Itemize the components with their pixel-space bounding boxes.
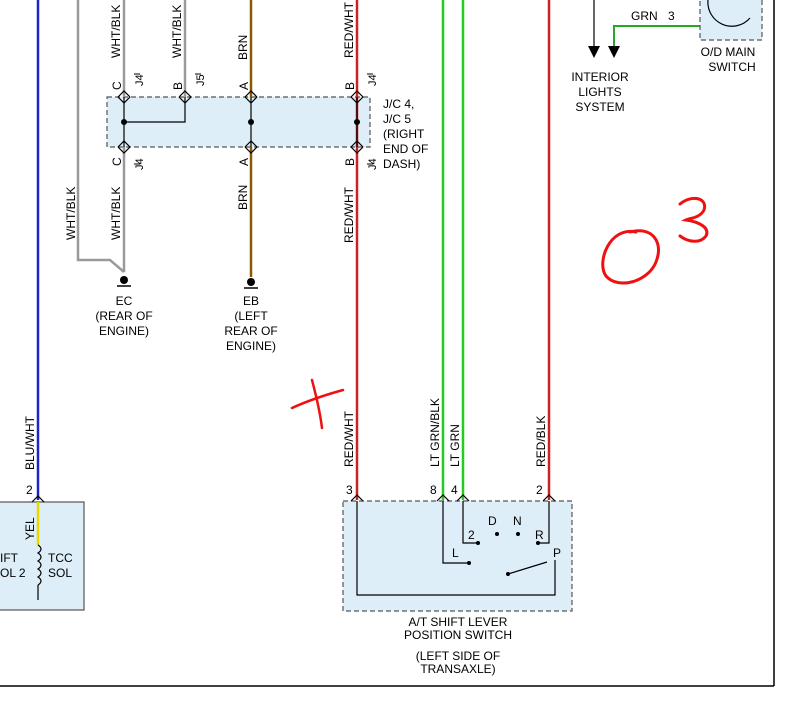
label-red-blk: RED/BLK <box>534 416 548 467</box>
pin-top-a: A <box>237 82 251 90</box>
conn-bottom-j4b: J4 <box>367 158 379 170</box>
solenoid-box <box>0 501 85 611</box>
od-pin-3: 3 <box>668 9 675 23</box>
svg-text:DASH): DASH) <box>383 157 420 171</box>
svg-text:(RIGHT: (RIGHT <box>383 127 425 141</box>
svg-text:TCC: TCC <box>48 551 73 565</box>
label-red-wht-mid: RED/WHT <box>342 186 356 243</box>
od-switch-box <box>699 0 763 41</box>
conn-top-j4a: J4 <box>134 74 146 86</box>
shift-switch-box <box>342 500 573 612</box>
shift-positions: 2 D N R L P <box>452 514 561 560</box>
svg-text:P: P <box>553 546 561 560</box>
label-wht-blk-mid: WHT/BLK <box>109 187 123 240</box>
label-red-wht-top: RED/WHT <box>342 1 356 58</box>
label-wht-blk-top1: WHT/BLK <box>109 5 123 58</box>
pin-top-b: B <box>171 82 185 90</box>
svg-text:SYSTEM: SYSTEM <box>575 100 624 114</box>
svg-text:TRANSAXLE): TRANSAXLE) <box>420 662 495 676</box>
pin-top-c: C <box>110 81 124 90</box>
svg-text:INTERIOR: INTERIOR <box>571 70 629 84</box>
pin-bottom-c: C <box>110 157 124 166</box>
interior-arrows <box>588 0 700 58</box>
solenoid-terminal <box>31 495 45 503</box>
solenoid-coil-icon <box>36 544 42 586</box>
label-red-wht-low: RED/WHT <box>342 410 356 467</box>
pin-bottom-b: B <box>343 158 357 166</box>
svg-text:J/C 5: J/C 5 <box>383 112 411 126</box>
svg-text:4: 4 <box>451 483 458 497</box>
label-wht-blk-side: WHT/BLK <box>64 187 78 240</box>
label-blu-wht: BLU/WHT <box>23 415 37 470</box>
svg-text:2: 2 <box>468 528 475 542</box>
shift-switch-internal <box>356 501 556 596</box>
svg-text:A/T SHIFT LEVER: A/T SHIFT LEVER <box>409 615 508 629</box>
svg-text:(LEFT SIDE OF: (LEFT SIDE OF <box>416 649 500 663</box>
wire-wht-blk <box>76 0 187 273</box>
svg-text:ENGINE): ENGINE) <box>99 324 149 338</box>
conn-top-j4b: J4 <box>367 74 379 86</box>
svg-text:L: L <box>452 546 459 560</box>
svg-text:SOL: SOL <box>48 566 72 580</box>
svg-text:EC: EC <box>116 294 133 308</box>
svg-text:REAR OF: REAR OF <box>224 324 277 338</box>
label-brn-mid: BRN <box>236 185 250 210</box>
svg-text:3: 3 <box>346 483 353 497</box>
solenoid-pin-2: 2 <box>26 483 33 497</box>
label-lt-grn-blk: LT GRN/BLK <box>428 398 442 467</box>
od-switch-label: O/D MAIN SWITCH <box>701 45 756 74</box>
ground-ec-label: EC (REAR OF ENGINE) <box>95 294 152 338</box>
svg-text:LIGHTS: LIGHTS <box>578 85 621 99</box>
conn-top-j5: J5 <box>195 74 207 86</box>
svg-text:O/D MAIN: O/D MAIN <box>701 45 756 59</box>
svg-text:J/C 4,: J/C 4, <box>383 97 414 111</box>
solenoid-left-label: IFT OL 2 <box>0 551 26 580</box>
shift-switch-label: A/T SHIFT LEVER POSITION SWITCH (LEFT SI… <box>404 615 512 676</box>
solenoid-right-label: TCC SOL <box>48 551 73 580</box>
annotation-x-mark <box>290 378 345 430</box>
svg-text:(REAR OF: (REAR OF <box>95 309 152 323</box>
connector-ticks <box>134 73 373 165</box>
od-switch-icon <box>707 0 751 27</box>
svg-text:N: N <box>513 514 522 528</box>
svg-text:OL 2: OL 2 <box>0 566 26 580</box>
pin-top-b2: B <box>343 82 357 90</box>
svg-text:POSITION SWITCH: POSITION SWITCH <box>404 628 512 642</box>
junction-label: J/C 4, J/C 5 (RIGHT END OF DASH) <box>383 97 428 171</box>
junction-dots <box>121 119 360 125</box>
label-yel: YEL <box>23 517 37 540</box>
pin-bottom-a: A <box>237 158 251 166</box>
conn-bottom-j4a: J4 <box>134 158 146 170</box>
svg-text:END OF: END OF <box>383 142 428 156</box>
svg-text:D: D <box>488 514 497 528</box>
ground-ec-symbol <box>117 276 131 287</box>
interior-label: INTERIOR LIGHTS SYSTEM <box>571 70 629 114</box>
svg-text:(LEFT: (LEFT <box>234 309 268 323</box>
shift-switch-contacts <box>467 532 540 576</box>
label-brn-top: BRN <box>236 35 250 60</box>
svg-text:ENGINE): ENGINE) <box>226 339 276 353</box>
label-lt-grn: LT GRN <box>448 424 462 467</box>
svg-text:8: 8 <box>430 483 437 497</box>
svg-text:2: 2 <box>536 483 543 497</box>
annotation-o3-drawing <box>601 196 709 285</box>
svg-text:SWITCH: SWITCH <box>708 60 755 74</box>
svg-text:R: R <box>535 528 544 542</box>
label-grn: GRN <box>631 9 658 23</box>
svg-text:EB: EB <box>243 294 259 308</box>
label-wht-blk-top2: WHT/BLK <box>170 5 184 58</box>
junction-terminals <box>117 90 364 154</box>
shift-switch-pins: 3 8 4 2 <box>346 483 543 497</box>
svg-text:IFT: IFT <box>0 551 19 565</box>
ground-eb-label: EB (LEFT REAR OF ENGINE) <box>224 294 277 353</box>
shift-switch-terminals <box>350 494 556 502</box>
ground-eb-symbol <box>244 278 258 289</box>
